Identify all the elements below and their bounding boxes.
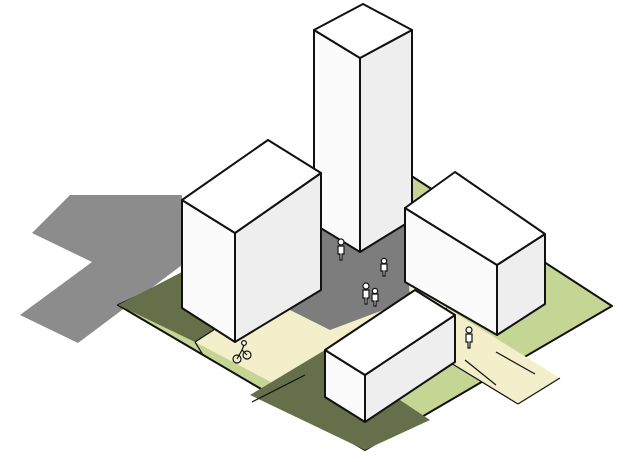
left-block-roof (181, 139, 322, 234)
ground-shadow (20, 195, 182, 343)
tower-building (313, 3, 413, 253)
front-building (324, 289, 456, 423)
pedestrian-figure (465, 326, 473, 349)
pedestrian-figure (371, 287, 379, 307)
pedestrian-figure (380, 257, 388, 277)
pedestrian-figure (337, 238, 345, 261)
left-building (181, 139, 322, 343)
tower-roof (313, 3, 413, 59)
plot-shadow-corner (118, 272, 230, 342)
right-block-roof (404, 171, 546, 266)
right-building (404, 171, 546, 336)
cyclist-figure (232, 340, 252, 364)
front-block-roof (324, 289, 456, 376)
pedestrian-figure (362, 282, 370, 305)
